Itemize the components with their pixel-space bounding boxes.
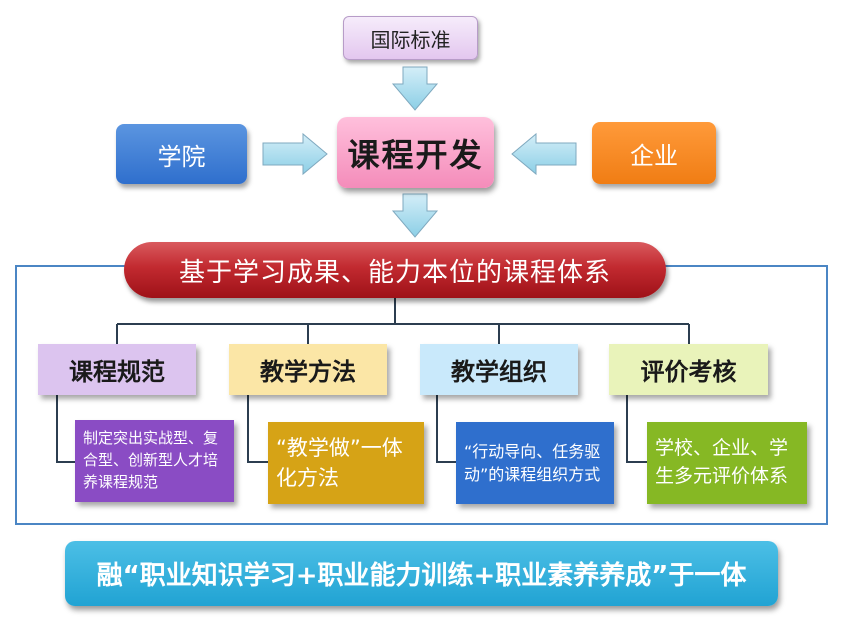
curriculum-system-banner: 基于学习成果、能力本位的课程体系	[124, 242, 666, 298]
college-box: 学院	[116, 124, 247, 184]
category-course-standard: 课程规范	[38, 344, 196, 395]
arrow-left-right	[511, 132, 577, 176]
integration-banner: 融“职业知识学习+职业能力训练+职业素养养成”于一体	[65, 541, 778, 606]
desc-teaching-organization-text: “行动导向、任务驱动”的课程组织方式	[464, 441, 601, 484]
arrow-right-left	[262, 132, 328, 176]
category-teaching-organization: 教学组织	[420, 344, 578, 395]
enterprise-box: 企业	[592, 122, 716, 184]
desc-teaching-organization: “行动导向、任务驱动”的课程组织方式	[456, 422, 614, 504]
desc-evaluation: 学校、企业、学生多元评价体系	[647, 422, 807, 504]
desc-teaching-method: “教学做”一体化方法	[268, 422, 424, 504]
category-teaching-method: 教学方法	[229, 344, 387, 395]
desc-course-standard: 制定突出实战型、复合型、创新型人才培养课程规范	[75, 420, 234, 502]
desc-teaching-method-text: “教学做”一体化方法	[276, 435, 403, 490]
tree-lines	[56, 298, 690, 463]
international-standard-box: 国际标准	[343, 16, 478, 60]
category-evaluation: 评价考核	[609, 344, 768, 395]
arrow-down-center	[391, 193, 439, 238]
desc-evaluation-text: 学校、企业、学生多元评价体系	[655, 437, 789, 487]
course-development-box: 课程开发	[337, 117, 494, 188]
desc-course-standard-text: 制定突出实战型、复合型、创新型人才培养课程规范	[83, 429, 219, 491]
arrow-down-top	[391, 66, 439, 111]
